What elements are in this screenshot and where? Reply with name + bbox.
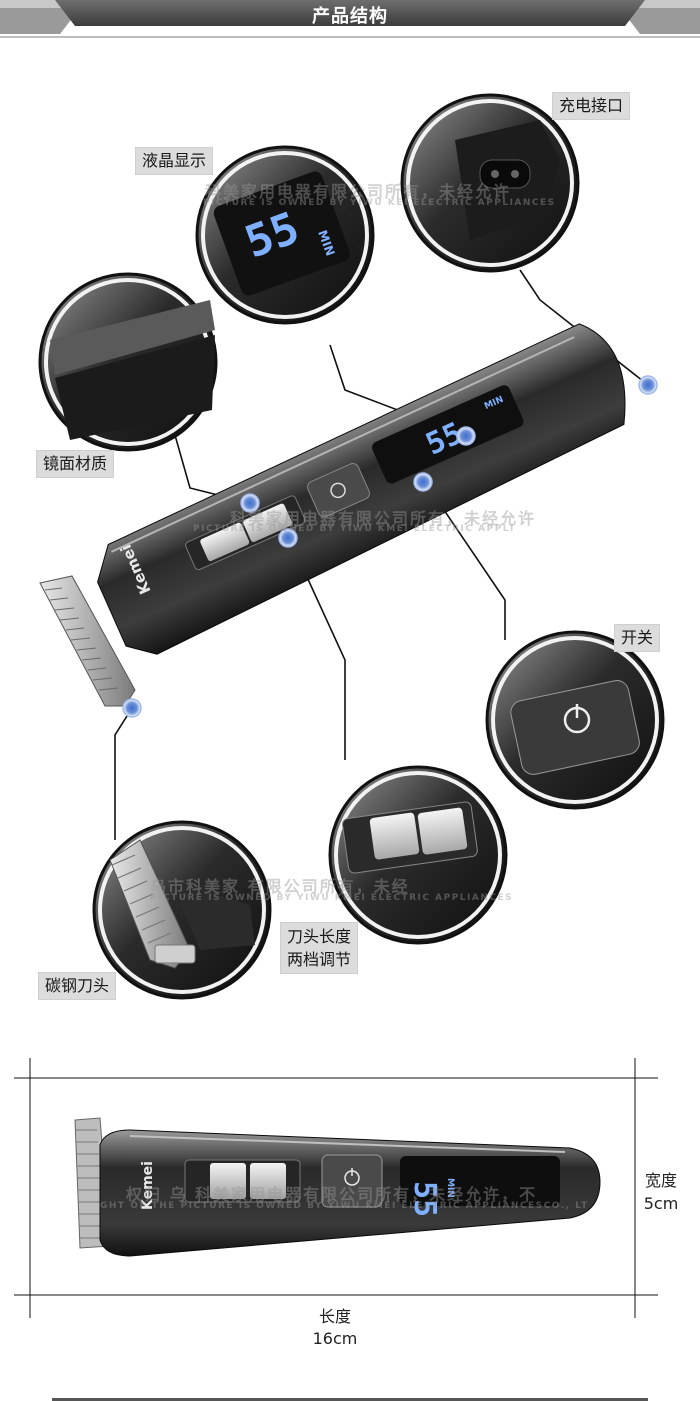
watermark-en-4: GHT OF THE PICTURE IS OWNED BY YIWU KMEI…	[100, 1201, 589, 1211]
bottom-divider	[52, 1398, 648, 1401]
watermark-en-3: PICTURE IS OWNED BY YIWU KMEI ELECTRIC A…	[150, 893, 514, 903]
detail-circle-switch	[485, 630, 665, 810]
label-blade-length-line2: 两档调节	[287, 950, 352, 969]
detail-circle-blade	[92, 820, 272, 1000]
header-banner	[0, 0, 700, 38]
marker-length	[278, 528, 298, 548]
length-value: 16cm	[312, 1329, 358, 1348]
watermark-en-1: PICTURE IS OWNED BY YIWU KEI ELECTRIC AP…	[203, 198, 556, 208]
dimension-diagram: 55 MIN Kemei	[14, 1058, 658, 1318]
marker-blade	[122, 698, 142, 718]
watermark-cn-1: 科美家用电器有限公司所有，未经允许	[205, 182, 512, 201]
detail-circle-charge-port	[400, 93, 580, 273]
svg-text:Kemei: Kemei	[140, 1161, 156, 1210]
svg-text:MIN: MIN	[445, 1178, 455, 1198]
watermark-en-2: PICTURE IS OWNED BY YIWU KMEI ELECTRIC A…	[193, 524, 515, 534]
label-lcd-display: 液晶显示	[135, 147, 214, 175]
label-mirror-finish: 镜面材质	[36, 450, 115, 478]
label-blade-length-line1: 刀头长度	[287, 927, 352, 946]
detail-circle-mirror	[38, 272, 218, 452]
svg-text:55: 55	[407, 1181, 442, 1217]
label-charge-port: 充电接口	[552, 92, 631, 120]
marker-charge-port	[638, 375, 658, 395]
marker-lcd	[456, 426, 476, 446]
label-power-switch: 开关	[614, 624, 661, 652]
clipper-main: 55 MIN Kemei	[97, 323, 626, 655]
marker-mirror	[240, 493, 260, 513]
page-title: 产品结构	[312, 6, 388, 27]
dimension-lines	[14, 1058, 658, 1318]
detail-circle-length	[328, 765, 508, 945]
main-blade	[39, 575, 136, 707]
watermark-cn-4: 权归 乌 科美家用电器有限公司所有，未经允许，不	[126, 1185, 538, 1204]
watermark-cn-2: 科美家用电器有限公司所有，未经允许	[230, 509, 537, 528]
label-carbon-blade: 碳钢刀头	[38, 972, 117, 1000]
product-diagram: 55 MIN Kemei	[38, 93, 665, 1000]
watermark-cn-3: 乌市科美家 有限公司所有，未经	[150, 877, 410, 896]
length-label: 长度	[318, 1307, 351, 1326]
width-label: 宽度	[644, 1171, 677, 1190]
clipper-side-view: 55 MIN Kemei	[74, 1117, 601, 1257]
detail-circle-lcd: 55 MIN	[195, 145, 375, 325]
label-blade-length: 刀头长度 两档调节	[280, 922, 359, 974]
marker-switch	[413, 472, 433, 492]
marker-dots	[122, 375, 658, 718]
width-value: 5cm	[643, 1194, 679, 1213]
